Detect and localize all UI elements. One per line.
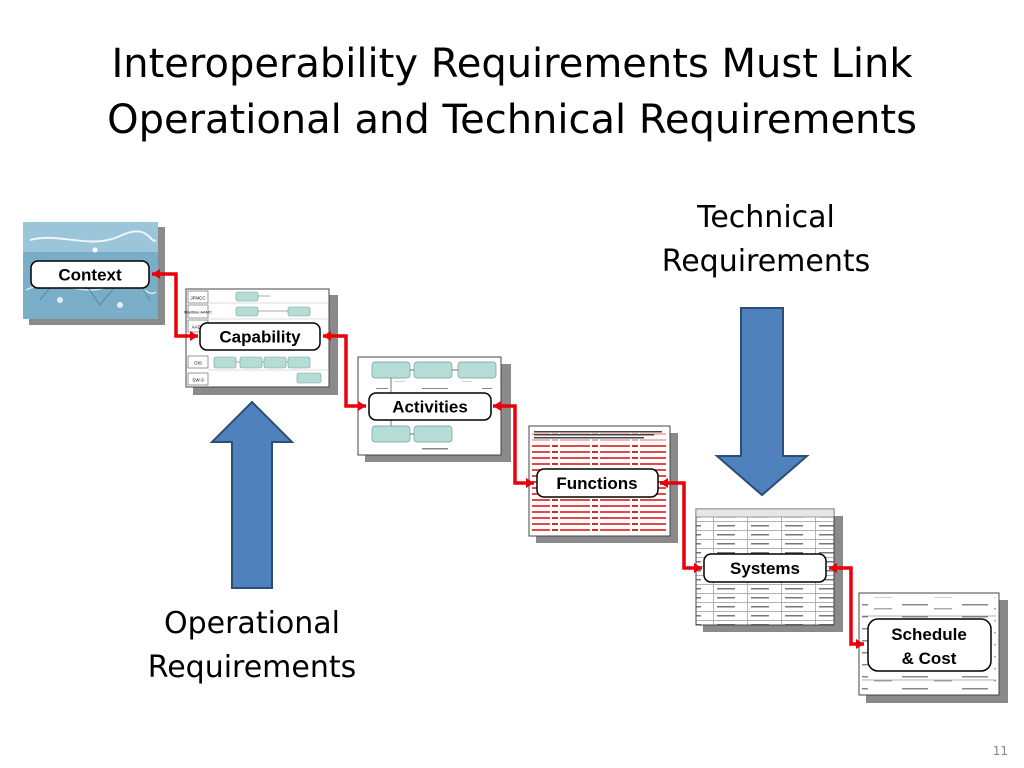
slide-title: Interoperability Requirements Must Link … [0,36,1024,148]
slide-number: 11 [992,744,1008,758]
technical-requirements-label: Technical Requirements [636,196,896,284]
step-capability: Capability [199,322,321,351]
cap-row-label-4: OIS [194,361,202,366]
connector-functions-systems [660,481,702,570]
connector-capability-activities [323,334,366,408]
step-schedule-cost: Schedule & Cost [867,618,992,672]
cap-row-label-1: JFMCC [190,296,206,301]
operational-label-line-2: Requirements [147,650,357,685]
slide-title-line-1: Interoperability Requirements Must Link [111,41,913,87]
step-activities: Activities [368,392,492,421]
cap-row-label-3: AADC [192,325,205,330]
technical-label-line-1: Technical [697,200,835,235]
step-systems: Systems [703,553,827,583]
operational-up-arrow [209,400,295,589]
step-schedule-label-line-1: Schedule [891,625,967,644]
step-functions-label: Functions [556,474,637,493]
cap-row-label-5: SW-3 [192,378,204,383]
cap-row-label-2: Maritime AAMC [184,310,212,315]
technical-down-arrow [714,307,810,497]
step-activities-label: Activities [392,398,468,417]
operational-requirements-label: Operational Requirements [122,602,382,690]
slide-title-line-2: Operational and Technical Requirements [107,97,917,143]
step-functions: Functions [536,468,659,498]
connector-context-capability [152,272,198,338]
operational-label-line-1: Operational [163,606,340,641]
step-capability-label: Capability [219,328,301,347]
connector-arrowheads [152,269,864,649]
step-schedule-label-line-2: & Cost [902,649,957,668]
connectors [152,272,864,646]
technical-label-line-2: Requirements [661,244,871,279]
connector-activities-functions [493,404,534,485]
step-systems-label: Systems [730,559,800,578]
step-context: Context [30,260,150,289]
step-context-label: Context [58,266,122,285]
